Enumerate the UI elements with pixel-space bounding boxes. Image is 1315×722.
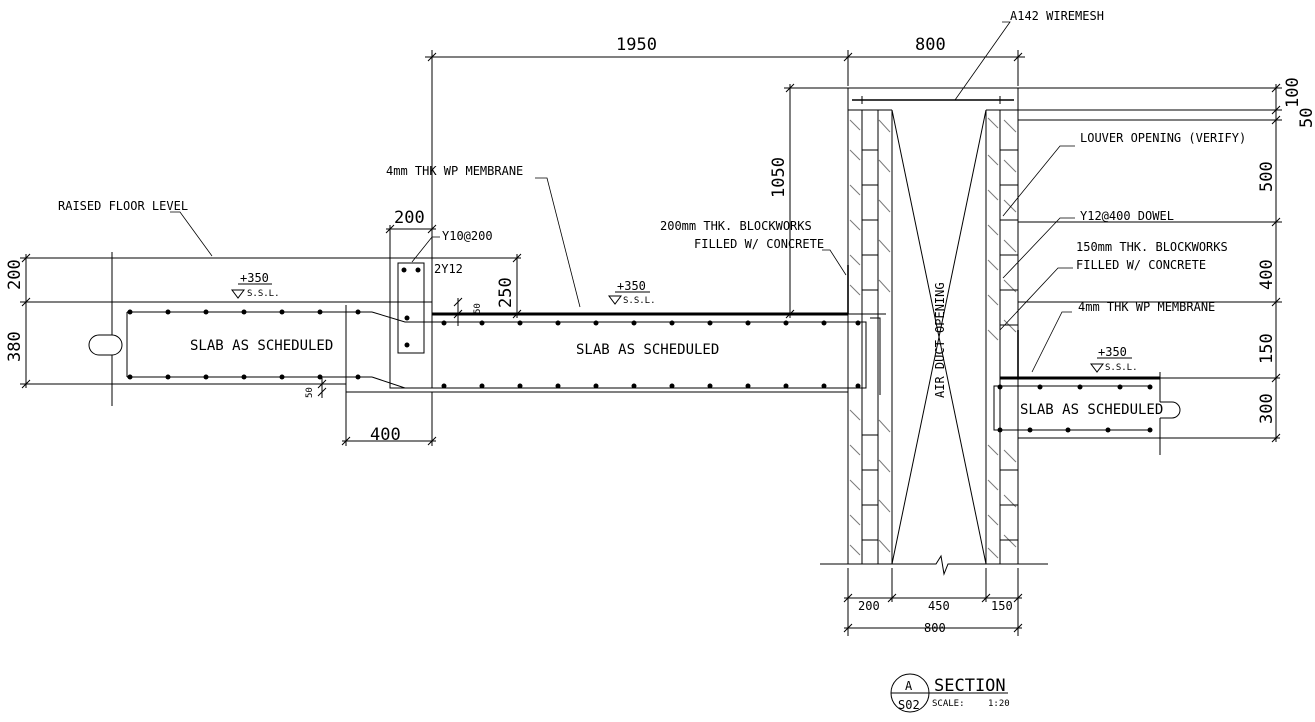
leaders — [170, 21, 1075, 373]
dim-1950: 1950 — [616, 35, 657, 55]
label-block150-line1: 150mm THK. BLOCKWORKS — [1076, 240, 1228, 254]
air-duct-top — [848, 87, 1018, 104]
dimension-lines — [21, 50, 1282, 636]
dim-150-wall: 150 — [991, 599, 1013, 613]
level-marker-left: +350 S.S.L. — [231, 271, 280, 299]
level-mid-ref: S.S.L. — [623, 296, 656, 306]
dim-400-bottom: 400 — [370, 425, 401, 445]
dim-50-upper: 50 — [473, 303, 483, 314]
dim-800-wall: 800 — [924, 621, 946, 635]
level-marker-mid: +350 S.S.L. — [608, 279, 656, 306]
title-scale-value: 1:20 — [988, 699, 1010, 709]
level-left-value: +350 — [240, 271, 269, 285]
level-left-ref: S.S.L. — [247, 289, 280, 299]
title-letter: A — [905, 679, 913, 693]
label-slab-mid: SLAB AS SCHEDULED — [576, 342, 719, 358]
left-slab-bars — [127, 309, 361, 380]
labels: A142 WIREMESH LOUVER OPENING (VERIFY) Y1… — [58, 9, 1246, 418]
dim-380-left: 380 — [5, 331, 25, 362]
label-slab-left: SLAB AS SCHEDULED — [190, 338, 333, 354]
dim-450-wall: 450 — [928, 599, 950, 613]
dim-200-wall: 200 — [858, 599, 880, 613]
title-block: A S02 SECTION SCALE: 1:20 — [890, 673, 1010, 713]
upstand-beam — [389, 257, 433, 389]
dim-100-right: 100 — [1283, 77, 1303, 108]
title-sheet: S02 — [898, 698, 920, 712]
label-2y12: 2Y12 — [434, 262, 463, 276]
dim-500-right: 500 — [1257, 161, 1277, 192]
label-membrane-right: 4mm THK WP MEMBRANE — [1078, 300, 1215, 314]
level-mid-value: +350 — [617, 279, 646, 293]
level-marker-right: +350 S.S.L. — [1090, 345, 1138, 373]
level-right-value: +350 — [1098, 345, 1127, 359]
middle-slab — [432, 312, 886, 395]
label-air-duct: AIR DUCT OPENING — [933, 282, 947, 398]
dim-50-lower: 50 — [305, 387, 315, 398]
dim-150-right: 150 — [1257, 333, 1277, 364]
dim-250: 250 — [496, 277, 516, 308]
dimension-texts: 1950 800 1050 200 200 380 250 50 50 400 … — [5, 35, 1315, 635]
level-right-ref: S.S.L. — [1105, 363, 1138, 373]
label-dowel: Y12@400 DOWEL — [1080, 209, 1174, 223]
dim-1050: 1050 — [769, 157, 789, 198]
left-blockwall — [847, 88, 893, 564]
dim-300-right: 300 — [1257, 393, 1277, 424]
label-wiremesh: A142 WIREMESH — [1010, 9, 1104, 23]
title-scale-label: SCALE: — [932, 699, 965, 709]
dim-400-right: 400 — [1257, 259, 1277, 290]
label-louver: LOUVER OPENING (VERIFY) — [1080, 131, 1246, 145]
break-line — [820, 554, 1048, 576]
label-block200-line2: FILLED W/ CONCRETE — [694, 237, 824, 251]
title-name: SECTION — [934, 676, 1006, 696]
label-slab-right: SLAB AS SCHEDULED — [1020, 402, 1163, 418]
dim-800-top: 800 — [915, 35, 946, 55]
label-raised-floor: RAISED FLOOR LEVEL — [58, 199, 188, 213]
dim-50-right: 50 — [1297, 108, 1315, 128]
right-slab — [993, 372, 1280, 455]
dim-200-beam: 200 — [394, 208, 425, 228]
middle-slab-bars — [441, 320, 861, 389]
label-membrane-top: 4mm THK WP MEMBRANE — [386, 164, 523, 178]
label-block150-line2: FILLED W/ CONCRETE — [1076, 258, 1206, 272]
label-block200-line1: 200mm THK. BLOCKWORKS — [660, 219, 812, 233]
air-duct-opening-cross — [891, 109, 987, 565]
right-blockwall — [985, 88, 1019, 564]
dim-200-left: 200 — [5, 259, 25, 290]
label-y10: Y10@200 — [442, 229, 493, 243]
